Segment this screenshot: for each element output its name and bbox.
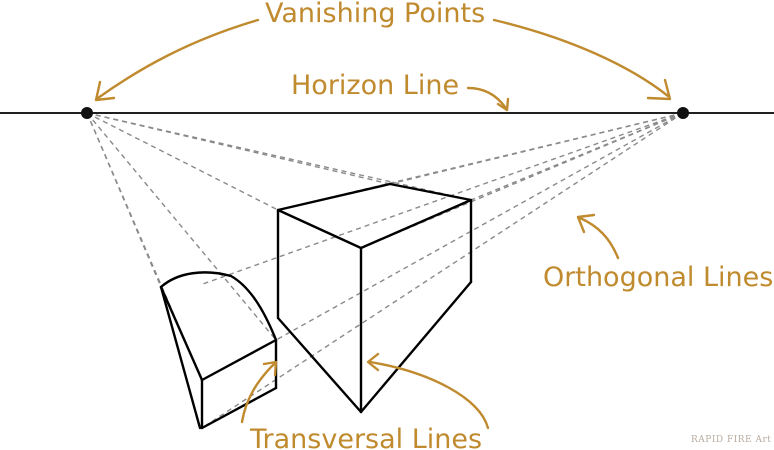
watermark-logo: RAPID FIRE Art bbox=[691, 435, 771, 445]
arrow-vanishing-left bbox=[94, 18, 260, 102]
arrow-transversal-left bbox=[240, 360, 278, 424]
rounded-block-shape bbox=[159, 271, 278, 430]
label-vanishing-points: Vanishing Points bbox=[265, 0, 485, 29]
arrow-horizon bbox=[466, 86, 510, 112]
arrow-transversal-right bbox=[366, 352, 490, 430]
label-transversal-lines: Transversal Lines bbox=[249, 424, 482, 450]
box-shape bbox=[276, 182, 473, 414]
vanishing-point-left bbox=[81, 107, 93, 119]
arrow-vanishing-right bbox=[492, 18, 672, 101]
label-horizon-line: Horizon Line bbox=[291, 70, 459, 101]
arrow-orthogonal bbox=[576, 213, 620, 260]
label-orthogonal-lines: Orthogonal Lines bbox=[543, 262, 773, 293]
vanishing-point-right bbox=[677, 107, 689, 119]
orthogonal-lines-left bbox=[86, 112, 472, 381]
